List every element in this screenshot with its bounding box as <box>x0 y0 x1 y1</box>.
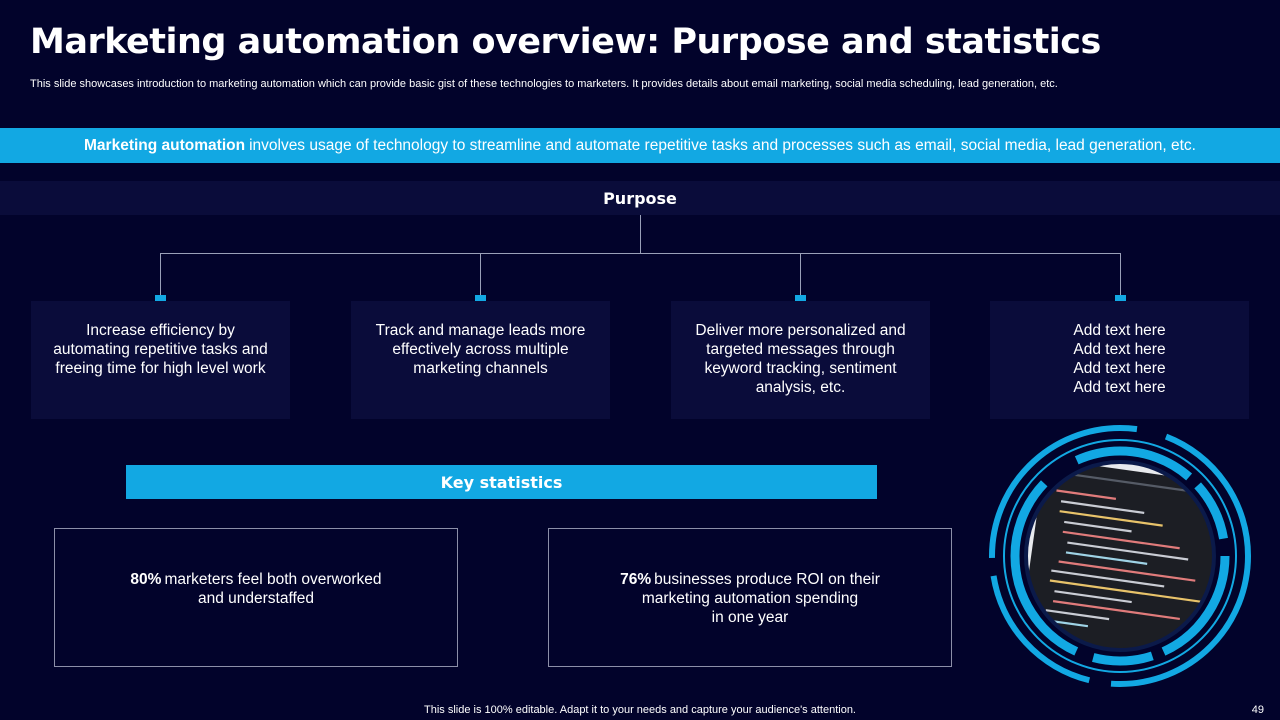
purpose-3-line-2: targeted messages through <box>706 341 895 358</box>
purpose-1-line-1: Increase efficiency by <box>86 322 235 339</box>
slide-subtitle: This slide showcases introduction to mar… <box>30 78 1058 90</box>
connector-horizontal <box>160 253 1121 254</box>
connector-node-3 <box>795 295 806 306</box>
stat-box-1: 80%marketers feel both overworked and un… <box>54 528 458 667</box>
purpose-3-line-1: Deliver more personalized and <box>695 322 906 339</box>
stat-1-text-2: and understaffed <box>197 590 315 607</box>
footer-note: This slide is 100% editable. Adapt it to… <box>424 704 856 716</box>
stat-2-text-1: businesses produce ROI on their <box>654 571 880 588</box>
outer-ring <box>989 425 1251 687</box>
connector-vertical-main <box>640 215 641 253</box>
definition-banner: Marketing automation involves usage of t… <box>0 128 1280 163</box>
connector-drop-1 <box>160 253 161 296</box>
page-number: 49 <box>1251 704 1264 716</box>
purpose-2-line-1: Track and manage leads more <box>375 322 586 339</box>
connector-drop-3 <box>800 253 801 296</box>
banner-bold-term: Marketing automation <box>84 136 246 154</box>
code-screen-image <box>989 425 1251 687</box>
purpose-box-1: Increase efficiency by automating repeti… <box>31 301 290 419</box>
stat-1-text-1: marketers feel both overworked <box>164 571 382 588</box>
key-statistics-heading: Key statistics <box>126 465 877 499</box>
purpose-3-line-4: analysis, etc. <box>755 379 846 396</box>
purpose-4-line-2: Add text here <box>1073 341 1166 358</box>
middle-ring <box>1003 439 1237 673</box>
purpose-1-line-2: automating repetitive tasks and <box>53 341 268 358</box>
connector-node-4 <box>1115 295 1126 306</box>
purpose-heading: Purpose <box>0 181 1280 215</box>
code-screen <box>1026 462 1214 650</box>
slide-title: Marketing automation overview: Purpose a… <box>30 22 1101 62</box>
stat-2-line-1: 76%businesses produce ROI on their <box>549 570 951 589</box>
stat-2-text-3: in one year <box>711 609 789 626</box>
purpose-2-line-2: effectively across multiple <box>392 341 569 358</box>
purpose-box-2: Track and manage leads more effectively … <box>351 301 610 419</box>
connector-drop-4 <box>1120 253 1121 296</box>
connector-drop-2 <box>480 253 481 296</box>
stat-2-text-2: marketing automation spending <box>641 590 859 607</box>
purpose-4-line-3: Add text here <box>1073 360 1166 377</box>
purpose-1-line-3: freeing time for high level work <box>55 360 266 377</box>
stat-1-value: 80% <box>130 571 162 588</box>
purpose-4-line-4: Add text here <box>1073 379 1166 396</box>
stat-2-value: 76% <box>620 571 652 588</box>
stat-box-2: 76%businesses produce ROI on their marke… <box>548 528 952 667</box>
connector-node-2 <box>475 295 486 306</box>
purpose-4-line-1: Add text here <box>1073 322 1166 339</box>
purpose-2-line-3: marketing channels <box>413 360 548 377</box>
purpose-3-line-3: keyword tracking, sentiment <box>704 360 897 377</box>
connector-node-1 <box>155 295 166 306</box>
purpose-box-4: Add text here Add text here Add text her… <box>990 301 1249 419</box>
banner-text: involves usage of technology to streamli… <box>249 136 1196 154</box>
inner-ring <box>1010 446 1230 666</box>
stat-1-line-1: 80%marketers feel both overworked <box>55 570 457 589</box>
purpose-box-3: Deliver more personalized and targeted m… <box>671 301 930 419</box>
